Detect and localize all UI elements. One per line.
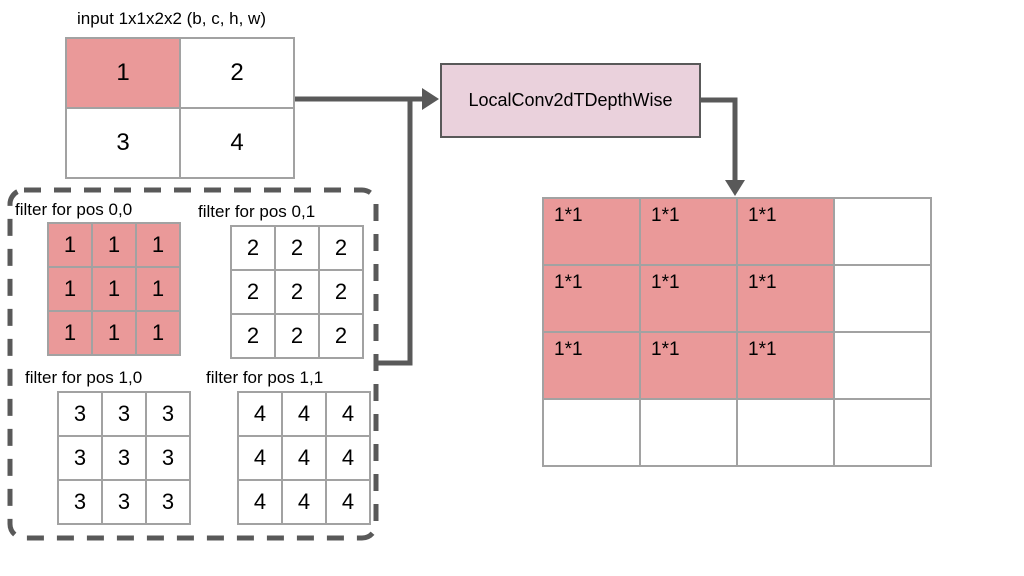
arrow-op-to-output-head xyxy=(725,180,745,196)
grid-cell: 1*1 xyxy=(640,198,737,265)
grid-cell xyxy=(737,399,834,466)
grid-cell: 2 xyxy=(319,226,363,270)
grid-cell: 4 xyxy=(282,480,326,524)
grid-cell: 2 xyxy=(231,314,275,358)
grid-cell: 1 xyxy=(136,223,180,267)
grid-cell xyxy=(834,265,931,332)
grid-cell: 2 xyxy=(275,270,319,314)
filter-label-pos-1-1: filter for pos 1,1 xyxy=(206,368,324,387)
grid-cell: 1*1 xyxy=(640,332,737,399)
grid-cell: 4 xyxy=(326,392,370,436)
grid-cell xyxy=(834,332,931,399)
grid-cell: 4 xyxy=(180,108,294,178)
grid-cell: 3 xyxy=(58,480,102,524)
grid-cell: 1*1 xyxy=(737,332,834,399)
grid-cell: 3 xyxy=(146,480,190,524)
grid-cell: 1 xyxy=(136,267,180,311)
arrow-input-to-op-head xyxy=(422,88,439,110)
filter-label-pos-0-1: filter for pos 0,1 xyxy=(198,202,316,221)
grid-cell: 1*1 xyxy=(543,332,640,399)
grid-cell: 2 xyxy=(319,270,363,314)
grid-cell: 1 xyxy=(92,267,136,311)
grid-cell: 1*1 xyxy=(737,265,834,332)
grid-cell: 2 xyxy=(319,314,363,358)
grid-cell: 3 xyxy=(102,436,146,480)
grid-cell: 1*1 xyxy=(543,198,640,265)
grid-cell: 3 xyxy=(146,392,190,436)
grid-cell: 2 xyxy=(231,270,275,314)
grid-cell: 4 xyxy=(282,392,326,436)
grid-cell: 4 xyxy=(326,480,370,524)
grid-cell xyxy=(834,198,931,265)
grid-cell xyxy=(640,399,737,466)
grid-cell: 2 xyxy=(231,226,275,270)
grid-cell: 1*1 xyxy=(640,265,737,332)
filter-label-pos-1-0: filter for pos 1,0 xyxy=(25,368,143,387)
grid-cell xyxy=(543,399,640,466)
grid-cell: 1*1 xyxy=(543,265,640,332)
grid-cell: 1 xyxy=(66,38,180,108)
grid-cell: 3 xyxy=(102,480,146,524)
grid-cell: 3 xyxy=(146,436,190,480)
grid-cell: 4 xyxy=(238,436,282,480)
grid-cell: 4 xyxy=(326,436,370,480)
grid-cell: 3 xyxy=(58,392,102,436)
op-box-label: LocalConv2dTDepthWise xyxy=(468,90,673,110)
grid-cell: 1 xyxy=(48,311,92,355)
grid-cell: 1 xyxy=(92,311,136,355)
op-box: LocalConv2dTDepthWise xyxy=(440,63,701,138)
input-label: input 1x1x2x2 (b, c, h, w) xyxy=(77,9,266,28)
grid-cell: 1*1 xyxy=(737,198,834,265)
grid-cell: 1 xyxy=(48,223,92,267)
grid-cell: 4 xyxy=(238,480,282,524)
grid-cell: 1 xyxy=(92,223,136,267)
grid-cell: 2 xyxy=(275,226,319,270)
grid-cell: 3 xyxy=(58,436,102,480)
grid-cell xyxy=(834,399,931,466)
grid-cell: 2 xyxy=(275,314,319,358)
grid-cell: 2 xyxy=(180,38,294,108)
filter-label-pos-0-0: filter for pos 0,0 xyxy=(15,200,133,219)
grid-cell: 1 xyxy=(48,267,92,311)
grid-cell: 3 xyxy=(66,108,180,178)
grid-cell: 1 xyxy=(136,311,180,355)
connector-filters-to-op xyxy=(377,101,413,366)
grid-cell: 4 xyxy=(238,392,282,436)
arrow-op-to-output-line xyxy=(700,97,738,181)
grid-cell: 3 xyxy=(102,392,146,436)
grid-cell: 4 xyxy=(282,436,326,480)
